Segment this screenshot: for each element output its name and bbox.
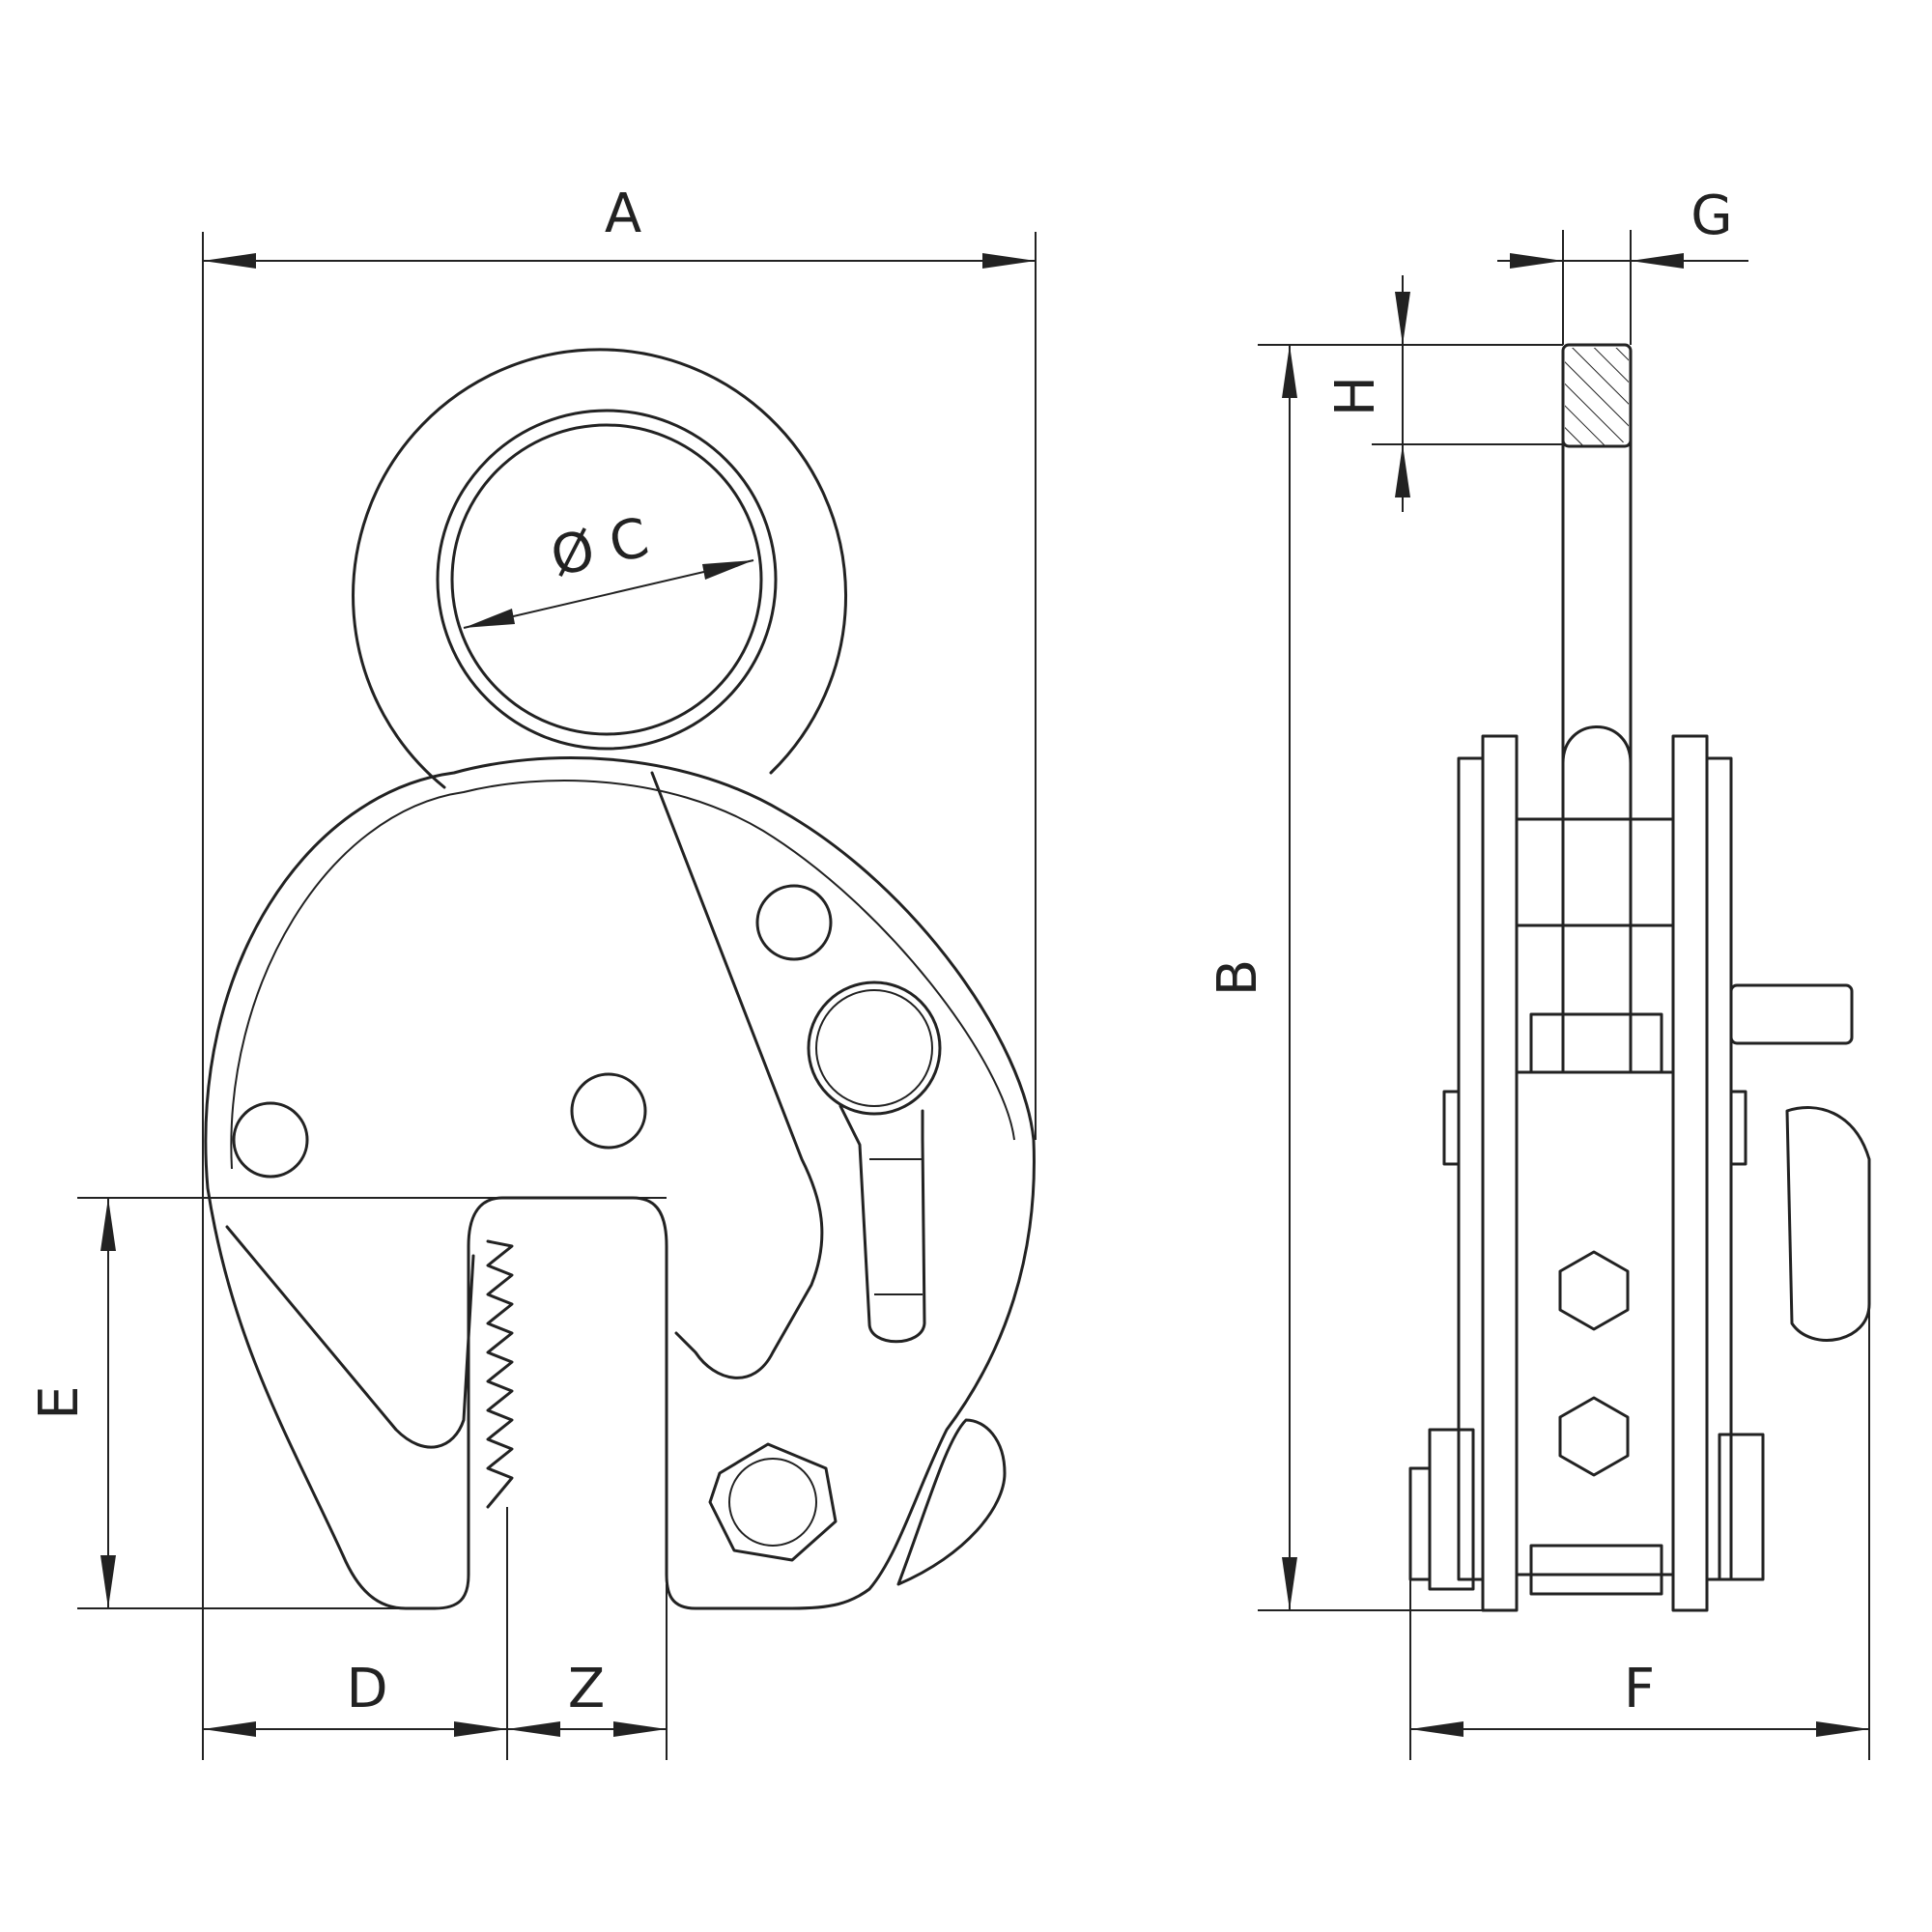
side-pivot-plate (896, 1418, 1007, 1586)
dim-f-arrow-left (1410, 1721, 1463, 1737)
dim-h-arrow-bottom (1395, 444, 1410, 497)
dim-c-arrow-right (702, 560, 753, 580)
dim-z-arrow-right (613, 1721, 667, 1737)
pivot-hole-center (570, 1072, 647, 1150)
dim-b-arrow-top (1282, 345, 1297, 398)
lock-lever-knob-inner (815, 989, 933, 1107)
lifting-eye-inner-ring (436, 409, 778, 751)
dim-c-label: Ø C (545, 506, 654, 589)
dim-g-label: G (1690, 185, 1732, 247)
lock-lever-arm (838, 1104, 926, 1344)
side-plate-right (1671, 734, 1709, 1612)
side-plate-left-inner (1457, 756, 1485, 1581)
dim-e-label: E (28, 1385, 91, 1419)
dim-b-arrow-bottom (1282, 1557, 1297, 1610)
dim-a-arrow-left (203, 253, 256, 269)
lock-lever-knob (807, 980, 942, 1116)
hex-bolt (708, 1442, 838, 1562)
lifting-eye-bore (450, 423, 763, 736)
side-hex-bolt-lower (1558, 1396, 1630, 1477)
dim-f-arrow-right (1816, 1721, 1869, 1737)
side-plate-left (1481, 734, 1519, 1612)
lever-stub-left (1442, 1090, 1461, 1166)
lever-handle (1785, 1106, 1871, 1342)
lifting-eye-outer (352, 348, 847, 789)
hex-bolt-face (728, 1458, 817, 1547)
dim-a-arrow-right (982, 253, 1036, 269)
side-view (1408, 343, 1871, 1612)
dim-z-label: Z (568, 1658, 605, 1720)
dim-e-arrow-bottom (100, 1555, 116, 1608)
dim-c-arrow-left (464, 609, 515, 628)
dim-g-arrow-left (1510, 253, 1563, 269)
pivot-hole-top (755, 884, 833, 961)
dim-d-label: D (346, 1658, 387, 1720)
dim-d-arrow-right (454, 1721, 507, 1737)
side-hex-bolt-upper (1558, 1250, 1630, 1331)
dim-a-label: A (605, 183, 641, 245)
pivot-hole-left (232, 1101, 309, 1179)
lever-stub-right (1729, 1090, 1747, 1166)
dim-z-arrow-left (507, 1721, 560, 1737)
serrated-jaw (486, 1239, 514, 1509)
dim-e-arrow-top (100, 1198, 116, 1251)
dim-f-label: F (1624, 1658, 1655, 1720)
shank-section-hatch (1565, 348, 1629, 446)
clamp-body-rim (230, 780, 1015, 1170)
eye-loop-top (1561, 725, 1633, 765)
lever-pin (1729, 983, 1854, 1045)
dim-g-arrow-right (1631, 253, 1684, 269)
center-block (1515, 1070, 1675, 1577)
top-spacer-block (1515, 817, 1675, 927)
bottom-nut-left (1428, 1428, 1475, 1591)
bottom-block (1529, 1544, 1663, 1596)
dim-b-label: B (1207, 959, 1269, 996)
dim-h-arrow-top (1395, 292, 1410, 345)
clamp-body (204, 756, 1036, 1610)
dim-d-arrow-left (203, 1721, 256, 1737)
dim-h-label: H (1324, 376, 1387, 416)
mid-spacer-block (1529, 1012, 1663, 1074)
cam-plate (225, 771, 824, 1449)
bottom-nut-right (1718, 1433, 1765, 1581)
bottom-nut-left-washer (1408, 1466, 1432, 1581)
